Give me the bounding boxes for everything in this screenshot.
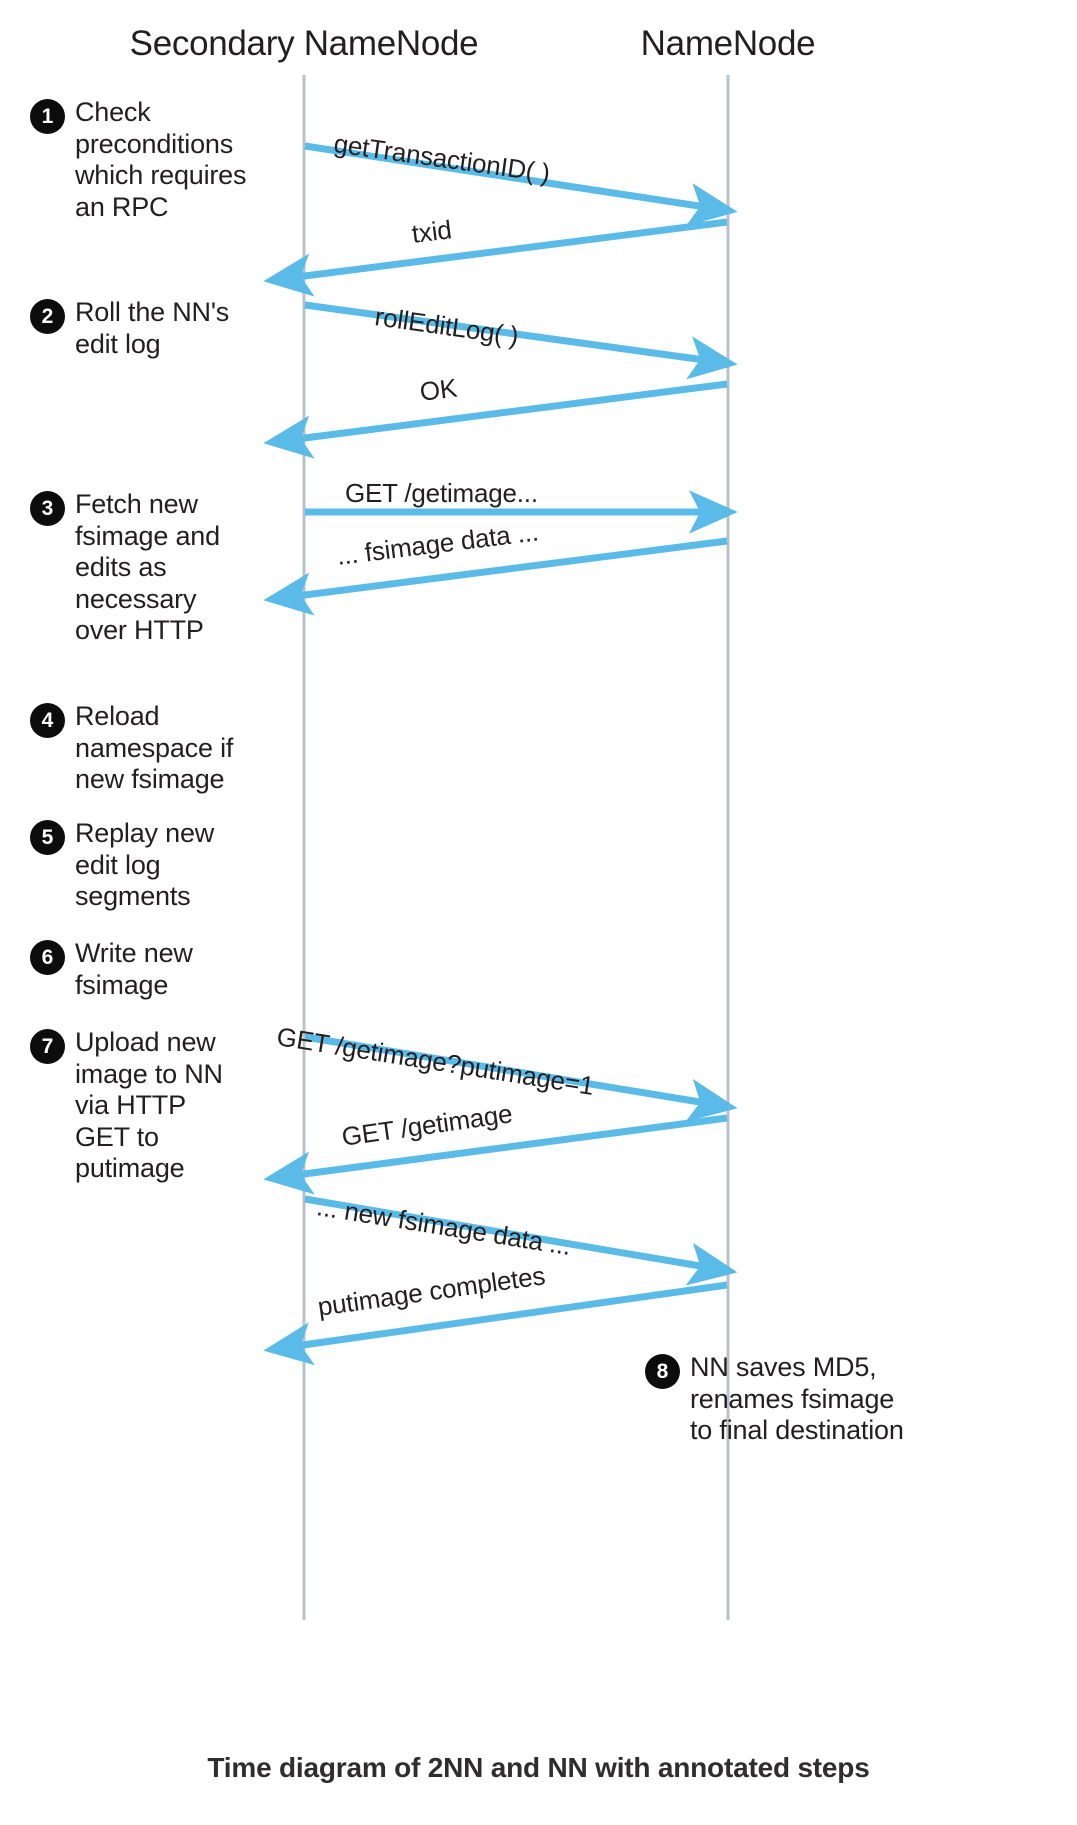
message-arrow-get-transaction-id [304,142,738,226]
step-text-3: Fetch new fsimage and edits as necessary… [75,489,220,646]
step-text-4: Reload namespace if new fsimage [75,701,234,795]
lifeline-title-namenode: NameNode [640,24,816,63]
step-text-7: Upload new image to NN via HTTP GET to p… [75,1027,223,1184]
step-4: 4 Reload namespace if new fsimage [30,701,250,796]
message-arrow-new-fsimage-data [304,1195,738,1286]
step-2: 2 Roll the NN's edit log [30,297,270,360]
message-arrow-fsimage-data [263,537,728,616]
message-label-get-getimage: GET /getimage... [345,478,538,508]
step-badge-7: 7 [30,1029,65,1064]
step-3: 3 Fetch new fsimage and edits as necessa… [30,489,245,647]
step-1: 1 Check preconditions which requires an … [30,97,270,223]
step-badge-3: 3 [30,491,65,526]
message-label-txid: txid [410,214,454,249]
step-text-6: Write new fsimage [75,938,193,1000]
message-arrow-roll-edit-log [304,301,738,380]
step-badge-1: 1 [30,99,65,134]
step-badge-6: 6 [30,940,65,975]
step-7: 7 Upload new image to NN via HTTP GET to… [30,1027,245,1185]
step-badge-5: 5 [30,820,65,855]
diagram-caption: Time diagram of 2NN and NN with annotate… [207,1752,870,1783]
message-arrow-get-getimage-2 [263,1114,728,1195]
step-text-8: NN saves MD5, renames fsimage to final d… [690,1352,904,1446]
step-badge-2: 2 [30,299,65,334]
step-8: 8 NN saves MD5, renames fsimage to final… [645,1352,920,1447]
message-arrow-putimage-completes [263,1281,728,1366]
message-label-ok: OK [418,372,459,407]
message-arrow-ok [263,380,728,459]
step-badge-8: 8 [645,1354,680,1389]
lifeline-title-secondary-namenode: Secondary NameNode [129,24,479,63]
message-arrow-txid [263,218,728,297]
step-text-5: Replay new edit log segments [75,818,215,912]
step-text-1: Check preconditions which requires an RP… [75,97,247,222]
step-5: 5 Replay new edit log segments [30,818,220,913]
message-arrow-get-getimage-putimage [304,1033,738,1122]
step-6: 6 Write new fsimage [30,938,215,1001]
step-badge-4: 4 [30,703,65,738]
step-text-2: Roll the NN's edit log [75,297,230,359]
